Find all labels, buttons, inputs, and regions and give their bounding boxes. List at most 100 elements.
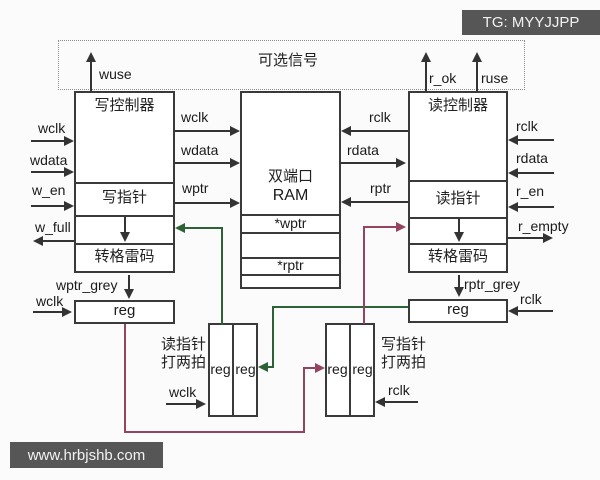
rptr-arrow-icon [341, 197, 351, 207]
optional-signals-label: 可选信号 [258, 52, 319, 69]
ram-divider-4 [240, 274, 341, 276]
green-path-seg5 [185, 227, 223, 229]
ram-title-line2: RAM [272, 187, 309, 204]
write-sync-divider [349, 323, 351, 417]
r-ok-arrow-icon [421, 52, 431, 62]
ruse-line [476, 60, 478, 91]
read-block-divider-2 [408, 217, 508, 219]
ram-divider-1 [240, 214, 341, 216]
wclk-int-arrow-icon [230, 126, 240, 136]
rclk-ext-label: rclk [516, 118, 538, 134]
watermark-text: www.hrbjshb.com [27, 446, 146, 464]
rclk-ext-line [518, 139, 554, 141]
w-en-line [31, 205, 68, 207]
read-block-divider-3 [408, 243, 508, 245]
rclk-int-line [351, 130, 408, 132]
w-en-label: w_en [32, 182, 66, 198]
wptr-grey-line [128, 275, 130, 291]
r-empty-label: r_empty [518, 218, 569, 234]
read-controller-block [408, 91, 508, 273]
ram-divider-3 [240, 257, 341, 259]
green-path-arrow1-icon [258, 362, 268, 372]
optional-signals-region [58, 40, 525, 90]
write-sync-reg1-text: reg [327, 361, 348, 377]
r-ok-label: r_ok [429, 70, 457, 86]
r-en-arrow-icon [508, 202, 518, 212]
wclk-int-label: wclk [181, 109, 209, 125]
ruse-arrow-icon [472, 52, 482, 62]
ram-rptr-row: *rptr [277, 257, 304, 273]
read-gray-arrow-line [458, 219, 460, 233]
wptr-grey-arrow-icon [124, 289, 134, 299]
rclk-sync-label: rclk [388, 382, 410, 398]
r-en-label: r_en [516, 183, 545, 199]
write-pointer-label: 写指针 [101, 189, 147, 206]
w-en-arrow-icon [64, 201, 74, 211]
maroon-path-seg3 [303, 367, 305, 433]
rptr-label: rptr [370, 180, 391, 196]
green-path-arrow2-icon [175, 223, 185, 233]
write-gray-arrow-icon [120, 232, 130, 242]
rdata-int-arrow-icon [396, 158, 406, 168]
wdata-int-arrow-icon [230, 158, 240, 168]
read-pointer-label: 读指针 [435, 190, 481, 207]
wclk-sync-arrow-icon [196, 399, 206, 409]
write-sync-label-line2: 打两拍 [381, 354, 427, 371]
read-sync-label-line2: 打两拍 [160, 354, 206, 371]
wdata-int-label: wdata [181, 142, 219, 158]
maroon-path-seg6 [363, 226, 396, 228]
ruse-label: ruse [481, 70, 509, 86]
rclk-sync-line [385, 401, 418, 403]
green-path-seg3 [266, 366, 274, 368]
r-empty-arrow-icon [543, 233, 553, 243]
ram-wptr-row: *wptr [274, 215, 307, 231]
rclk-int-label: rclk [369, 109, 391, 125]
w-full-label: w_full [35, 219, 71, 235]
read-gray-arrow-icon [454, 232, 464, 242]
read-controller-title: 读控制器 [427, 97, 488, 114]
read-block-divider-1 [408, 180, 508, 182]
ram-divider-2 [240, 232, 341, 234]
maroon-path-arrow2-icon [396, 222, 406, 232]
wclk-ext-label: wclk [38, 120, 66, 136]
r-en-line [518, 206, 554, 208]
rdata-ext-line [518, 172, 554, 174]
rclk-sync-arrow-icon [375, 397, 385, 407]
write-block-divider-3 [74, 243, 175, 245]
wptr-arrow-icon [230, 198, 240, 208]
write-gray-arrow-line [124, 217, 126, 233]
write-gray-convert-label: 转格雷码 [94, 248, 155, 265]
rclk-ext-arrow-icon [508, 135, 518, 145]
maroon-path-seg2 [124, 431, 305, 433]
write-controller-title: 写控制器 [94, 97, 155, 114]
rdata-ext-arrow-icon [508, 168, 518, 178]
ram-title-line1: 双端口 [267, 168, 313, 185]
wclk-int-line [175, 130, 232, 132]
rptr-grey-line [458, 275, 460, 289]
green-path-seg1 [272, 306, 408, 308]
read-sync-divider [232, 323, 234, 417]
wdata-ext-label: wdata [30, 152, 68, 168]
wuse-arrow-icon [86, 52, 96, 62]
green-path-seg2 [272, 306, 274, 367]
rptr-line [351, 201, 408, 203]
wclk-reg-line [33, 311, 64, 313]
rclk-reg-line [518, 310, 553, 312]
green-path-seg4 [221, 228, 223, 325]
rptr-grey-label: rptr_grey [464, 276, 521, 292]
read-sync-label-line1: 读指针 [160, 336, 206, 353]
read-gray-convert-label: 转格雷码 [427, 248, 488, 265]
write-block-divider-2 [74, 215, 175, 217]
wptr-label: wptr [182, 180, 209, 196]
write-sync-label-line1: 写指针 [381, 336, 427, 353]
wptr-grey-reg-box [74, 300, 175, 324]
wclk-ext-line [31, 140, 68, 142]
wptr-line [175, 202, 232, 204]
wclk-sync-line [166, 403, 198, 405]
rclk-int-arrow-icon [341, 126, 351, 136]
wclk-reg-arrow-icon [62, 307, 72, 317]
r-empty-line [508, 237, 545, 239]
maroon-path-seg1 [124, 324, 126, 433]
read-sync-reg1-text: reg [210, 361, 231, 377]
